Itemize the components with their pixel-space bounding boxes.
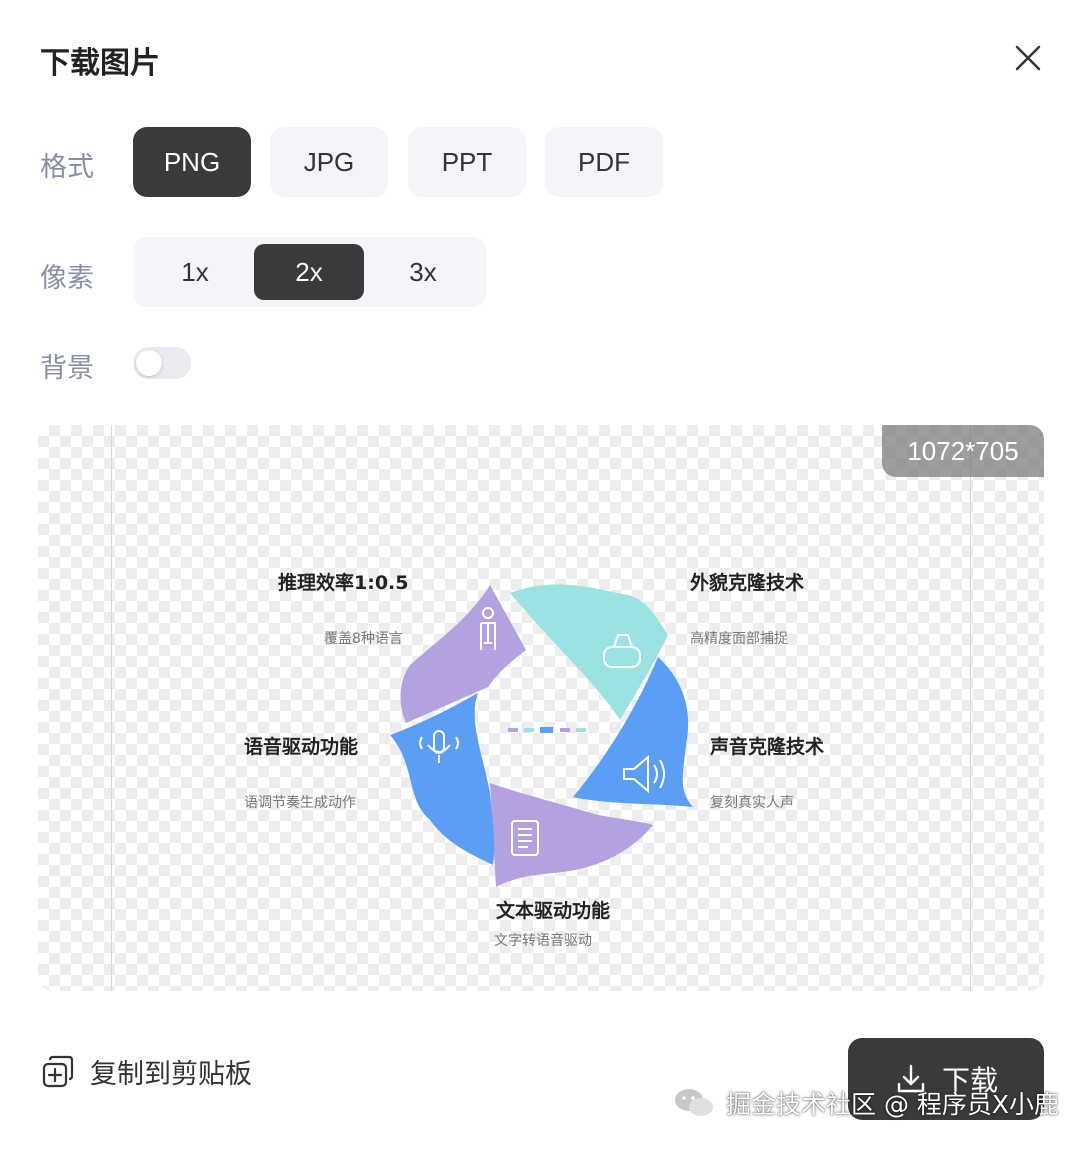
toggle-knob <box>136 350 162 376</box>
pixel-label: 像素 <box>40 263 94 294</box>
item-subtitle: 高精度面部捕捉 <box>690 630 788 647</box>
item-title: 语音驱动功能 <box>244 735 358 758</box>
image-size-badge: 1072*705 <box>882 425 1044 477</box>
microphone-icon <box>419 730 459 763</box>
copy-icon <box>42 1055 74 1087</box>
download-label: 下载 <box>941 1064 998 1097</box>
document-icon <box>511 820 539 856</box>
item-subtitle: 文字转语音驱动 <box>494 932 592 949</box>
format-option-png[interactable]: PNG <box>133 127 251 197</box>
format-option-ppt[interactable]: PPT <box>408 127 526 197</box>
infographic: 推理效率1:0.5 覆盖8种语言 外貌克隆技术 高精度面部捕捉 声音克隆技术 复… <box>244 571 824 949</box>
pixel-option-1x[interactable]: 1x <box>181 256 209 287</box>
item-title: 声音克隆技术 <box>709 735 824 758</box>
item-subtitle: 复刻真实人声 <box>710 794 794 811</box>
item-subtitle: 语调节奏生成动作 <box>244 795 356 811</box>
item-subtitle: 覆盖8种语言 <box>324 631 403 647</box>
dialog-title: 下载图片 <box>40 46 160 81</box>
item-title: 文本驱动功能 <box>496 899 610 922</box>
background-label: 背景 <box>40 353 94 384</box>
format-label: 格式 <box>40 152 94 183</box>
item-title: 外貌克隆技术 <box>690 571 804 594</box>
petal-bottom <box>490 783 653 887</box>
image-preview: 推理效率1:0.5 覆盖8种语言 外貌克隆技术 高精度面部捕捉 声音克隆技术 复… <box>38 425 1044 991</box>
canvas-boundary <box>111 425 971 991</box>
petal-left <box>390 693 495 865</box>
vr-headset-icon <box>603 634 641 668</box>
petal-top-right <box>510 584 668 720</box>
pixel-segmented-control: 1x 2x 3x <box>133 237 486 307</box>
wechat-icon <box>675 1089 713 1116</box>
format-option-pdf[interactable]: PDF <box>545 127 663 197</box>
pixel-option-2x[interactable]: 2x <box>254 244 364 300</box>
watermark-text: 掘金技术社区 @ 程序员X小鹿 <box>726 1090 1060 1119</box>
item-title: 推理效率1:0.5 <box>278 571 408 594</box>
speaker-icon <box>623 754 665 794</box>
download-icon <box>897 1064 925 1093</box>
petal-top-left <box>400 585 526 723</box>
center-dashes <box>508 727 586 733</box>
walker-icon <box>480 607 496 650</box>
format-option-jpg[interactable]: JPG <box>270 127 388 197</box>
pixel-option-3x[interactable]: 3x <box>409 256 437 287</box>
watermark: 掘金技术社区 @ 程序员X小鹿 <box>672 1085 1059 1121</box>
copy-to-clipboard-button[interactable]: 复制到剪贴板 <box>40 1052 252 1091</box>
background-toggle[interactable] <box>133 347 191 379</box>
download-button[interactable]: 下载 <box>848 1038 1044 1120</box>
close-icon[interactable] <box>1010 40 1046 76</box>
copy-label: 复制到剪贴板 <box>90 1059 252 1090</box>
